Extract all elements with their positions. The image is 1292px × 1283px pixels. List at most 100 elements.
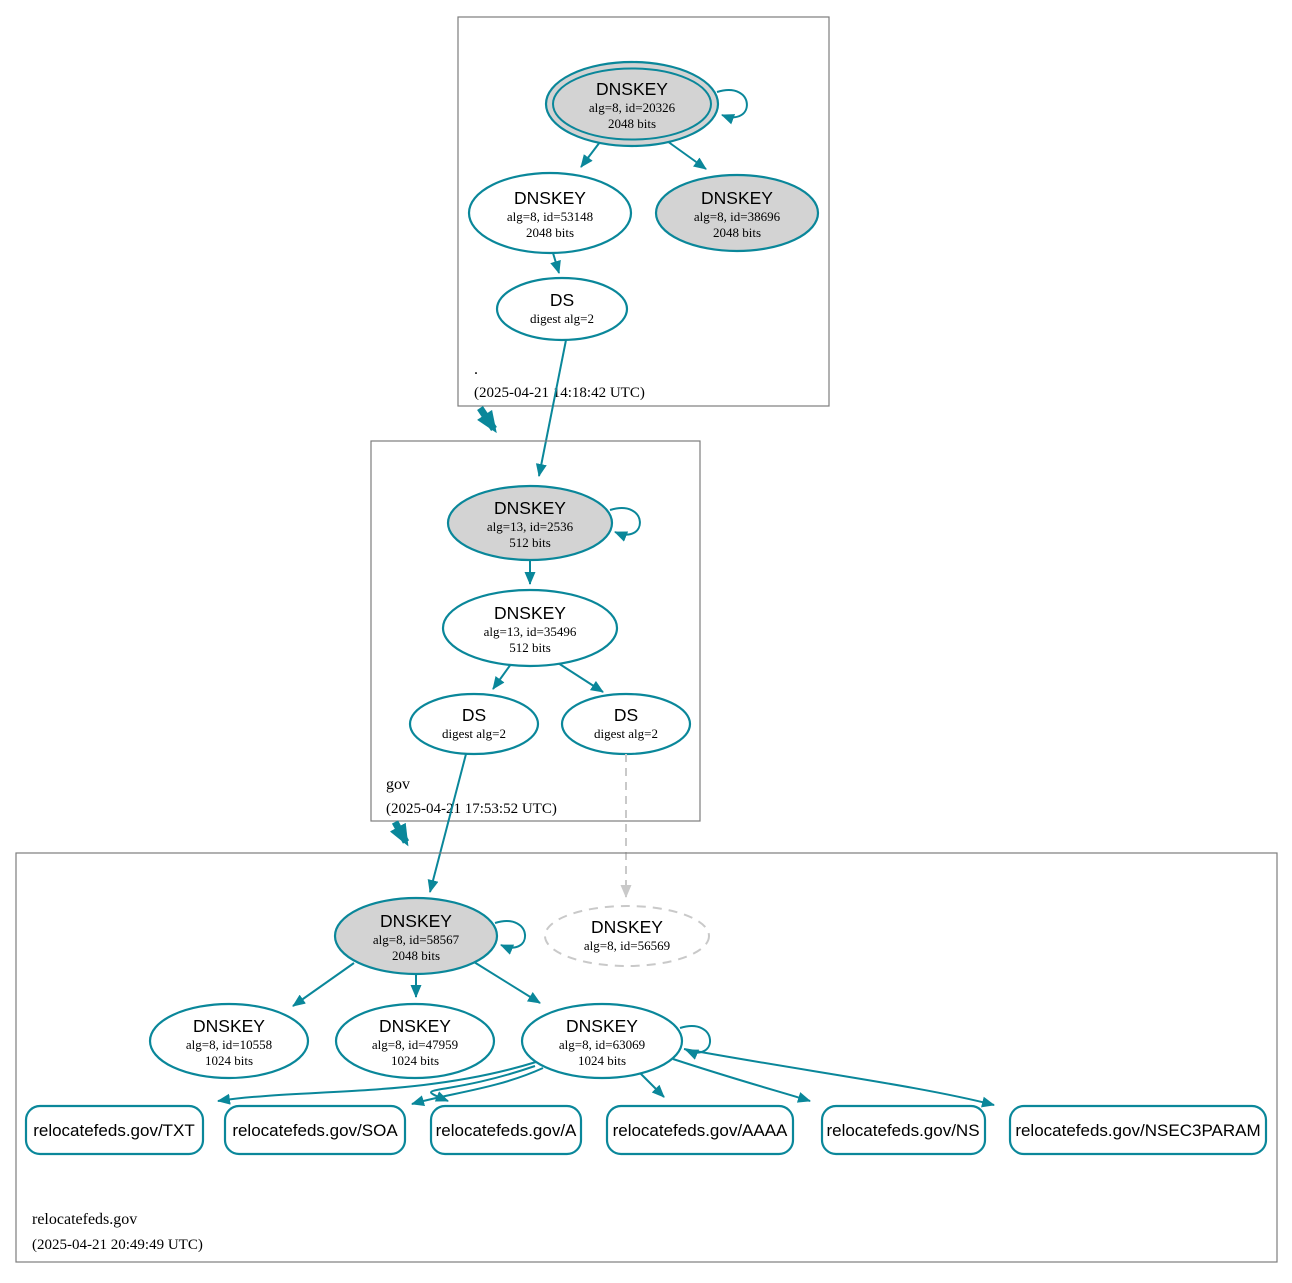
node-dnskey-10558[interactable]: DNSKEY alg=8, id=10558 1024 bits [148,1002,310,1080]
dnskey-20326-ellipse[interactable] [544,60,720,148]
dnskey-53148-bits: 2048 bits [526,225,574,240]
rrset-ns-box[interactable] [820,1104,987,1156]
dnskey-35496-bits: 512 bits [509,640,551,655]
node-dnskey-63069[interactable]: DNSKEY alg=8, id=63069 1024 bits [520,1002,684,1080]
dnskey-63069-ellipse[interactable] [520,1002,684,1080]
rrset-ns[interactable]: relocatefeds.gov/NS [820,1104,987,1156]
dnskey-58567-bits: 2048 bits [392,948,440,963]
dnskey-47959-title: DNSKEY [379,1016,451,1036]
edge-63069-to-soa [411,1067,544,1106]
dnskey-35496-ellipse[interactable] [441,588,619,668]
zone-border-root [457,16,830,407]
node-dnskey-20326[interactable]: DNSKEY alg=8, id=20326 2048 bits [544,60,720,148]
rrset-nsec3param[interactable]: relocatefeds.gov/NSEC3PARAM [1008,1104,1268,1156]
dnskey-20326-title: DNSKEY [596,79,668,99]
dnskey-63069-title: DNSKEY [566,1016,638,1036]
dnskey-47959-ellipse[interactable] [334,1002,496,1080]
rrset-aaaa-box[interactable] [605,1104,795,1156]
zone-timestamp-gov: (2025-04-21 17:53:52 UTC) [386,801,557,817]
node-dnskey-58567[interactable]: DNSKEY alg=8, id=58567 2048 bits [333,896,499,976]
ds-root-detail: digest alg=2 [530,311,594,326]
dnskey-38696-title: DNSKEY [701,188,773,208]
ds-root-ellipse[interactable] [495,276,629,342]
dnskey-10558-bits: 1024 bits [205,1053,253,1068]
dnskey-38696-ellipse[interactable] [654,173,820,253]
rrset-nsec3param-box[interactable] [1008,1104,1268,1156]
node-dnskey-53148[interactable]: DNSKEY alg=8, id=53148 2048 bits [467,171,633,255]
dnskey-38696-bits: 2048 bits [713,225,761,240]
dnskey-58567-detail: alg=8, id=58567 [373,932,460,947]
rrset-nsec3param-label: relocatefeds.gov/NSEC3PARAM [1015,1121,1260,1140]
zone-box-relocatefeds: DNSKEY alg=8, id=58567 2048 bits DNSKEY … [15,852,1278,1263]
rrset-ns-label: relocatefeds.gov/NS [826,1121,979,1140]
rrset-txt-box[interactable] [24,1104,205,1156]
edge-58567-to-63069 [473,961,541,1004]
dnskey-20326-bits: 2048 bits [608,116,656,131]
edge-delegation-gov-to-relocatefeds [389,820,410,847]
rrset-txt[interactable]: relocatefeds.gov/TXT [24,1104,205,1156]
dnskey-10558-title: DNSKEY [193,1016,265,1036]
zone-border-gov [370,440,701,822]
edge-dnskey-20326-selfloop [716,89,748,125]
dnskey-2536-title: DNSKEY [494,498,566,518]
dnskey-47959-detail: alg=8, id=47959 [372,1037,458,1052]
node-ds-gov-1[interactable]: DS digest alg=2 [408,692,540,756]
dnskey-53148-ellipse[interactable] [467,171,633,255]
node-dnskey-38696[interactable]: DNSKEY alg=8, id=38696 2048 bits [654,173,820,253]
dnskey-63069-bits: 1024 bits [578,1053,626,1068]
ds-root-title: DS [550,290,574,310]
zone-label-relocatefeds: relocatefeds.gov [32,1211,137,1228]
rrset-txt-label: relocatefeds.gov/TXT [33,1121,195,1140]
rrset-a[interactable]: relocatefeds.gov/A [429,1104,583,1156]
edge-dnskey-2536-selfloop [609,507,641,542]
edge-20326-to-53148 [580,141,601,168]
dnskey-56569-title: DNSKEY [591,917,663,937]
dnskey-56569-ellipse[interactable] [544,905,710,967]
rrset-aaaa-label: relocatefeds.gov/AAAA [613,1121,788,1140]
ds-gov-2-detail: digest alg=2 [594,726,658,741]
dnskey-56569-detail: alg=8, id=56569 [584,938,670,953]
node-dnskey-56569[interactable]: DNSKEY alg=8, id=56569 [544,905,710,967]
dnskey-38696-detail: alg=8, id=38696 [694,209,781,224]
dnskey-58567-title: DNSKEY [380,911,452,931]
dnskey-35496-title: DNSKEY [494,603,566,623]
dnskey-20326-inner-ring [552,67,712,141]
dnskey-10558-ellipse[interactable] [148,1002,310,1080]
dnskey-63069-detail: alg=8, id=63069 [559,1037,645,1052]
dnskey-2536-bits: 512 bits [509,535,551,550]
edge-63069-to-nsec3param [683,1048,995,1108]
dnskey-2536-detail: alg=13, id=2536 [487,519,574,534]
zone-timestamp-relocatefeds: (2025-04-21 20:49:49 UTC) [32,1237,203,1253]
dnskey-10558-detail: alg=8, id=10558 [186,1037,272,1052]
ds-gov-1-ellipse[interactable] [408,692,540,756]
rrset-a-label: relocatefeds.gov/A [436,1121,577,1140]
dnskey-2536-ellipse[interactable] [446,484,614,562]
zone-box-root: DNSKEY alg=8, id=20326 2048 bits DNSKEY … [457,16,830,407]
dnskey-20326-detail: alg=8, id=20326 [589,100,676,115]
rrset-a-box[interactable] [429,1104,583,1156]
edge-delegation-root-to-gov [477,406,497,434]
rrset-soa-box[interactable] [223,1104,407,1156]
edge-20326-to-38696 [666,140,707,170]
node-dnskey-35496[interactable]: DNSKEY alg=13, id=35496 512 bits [441,588,619,668]
node-ds-root[interactable]: DS digest alg=2 [495,276,629,342]
dnskey-58567-ellipse[interactable] [333,896,499,976]
edge-ds-gov1-to-dnskey-58567 [427,753,467,893]
node-ds-gov-2[interactable]: DS digest alg=2 [560,692,692,756]
edge-35496-to-ds1 [492,663,512,690]
rrset-soa[interactable]: relocatefeds.gov/SOA [223,1104,407,1156]
rrset-aaaa[interactable]: relocatefeds.gov/AAAA [605,1104,795,1156]
zone-timestamp-root: (2025-04-21 14:18:42 UTC) [474,385,645,401]
node-dnskey-47959[interactable]: DNSKEY alg=8, id=47959 1024 bits [334,1002,496,1080]
node-dnskey-2536[interactable]: DNSKEY alg=13, id=2536 512 bits [446,484,614,562]
rrset-soa-label: relocatefeds.gov/SOA [232,1121,398,1140]
edge-35496-to-ds2 [557,662,604,693]
edge-dnskey-63069-selfloop [679,1025,711,1060]
zone-box-gov: DNSKEY alg=13, id=2536 512 bits DNSKEY a… [370,440,701,822]
edge-ds-root-to-dnskey-2536 [535,339,567,477]
edge-63069-to-a [430,1065,536,1102]
ds-gov-1-detail: digest alg=2 [442,726,506,741]
ds-gov-2-title: DS [614,705,638,725]
